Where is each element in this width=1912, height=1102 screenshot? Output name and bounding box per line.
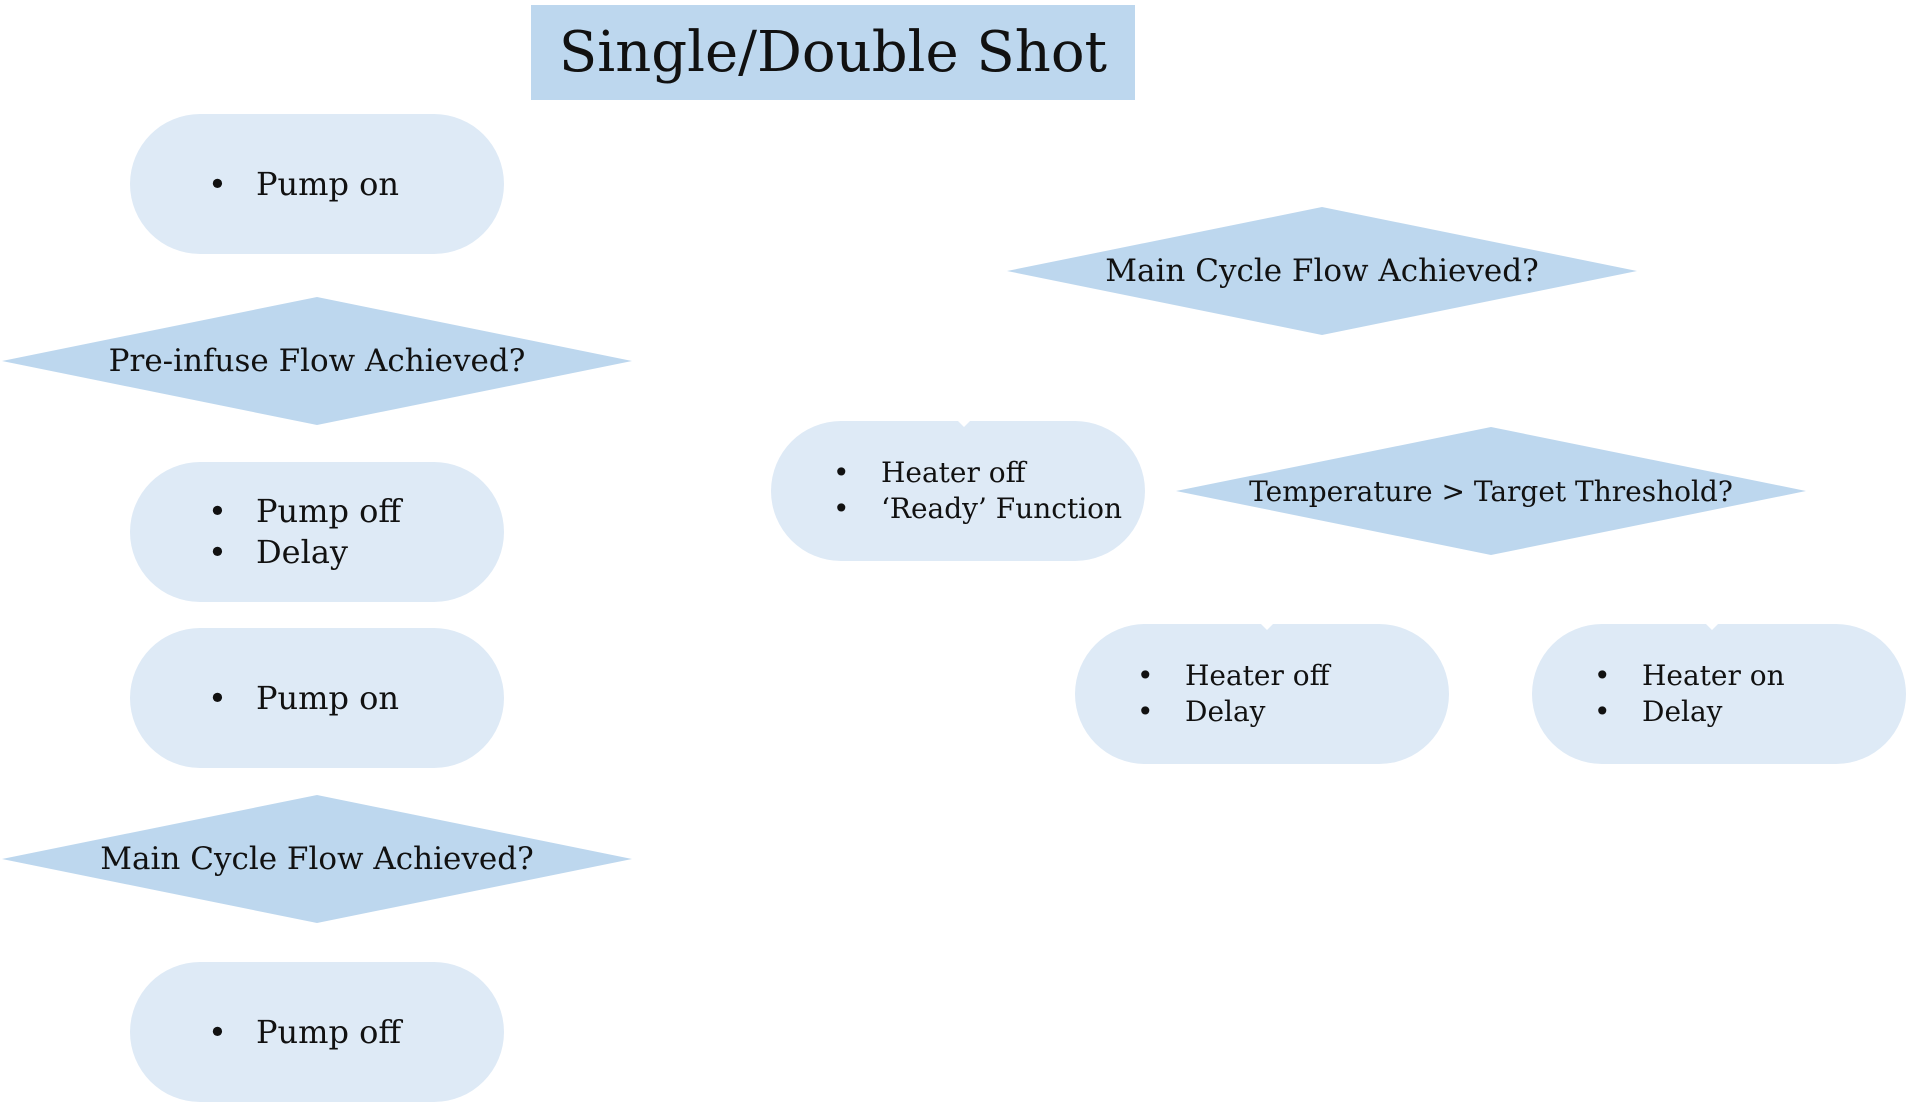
process-pump-off-delay: Pump off Delay — [130, 462, 504, 602]
process-item: Delay — [208, 532, 401, 573]
decision-label: Temperature > Target Threshold? — [1249, 474, 1733, 508]
diamond-shape — [1007, 207, 1637, 335]
process-list: Pump off — [208, 1012, 401, 1053]
connector-notch — [1706, 624, 1718, 630]
process-item: Heater off — [1137, 658, 1330, 694]
process-item: Delay — [1594, 694, 1785, 730]
process-item: Pump on — [208, 678, 399, 719]
decision-temperature-threshold: Temperature > Target Threshold? — [1176, 427, 1806, 555]
decision-label: Main Cycle Flow Achieved? — [1105, 253, 1539, 289]
process-list: Pump off Delay — [208, 491, 401, 573]
diagram-title: Single/Double Shot — [558, 19, 1108, 85]
diamond-shape — [1176, 427, 1806, 555]
process-pump-on-2: Pump on — [130, 628, 504, 768]
process-item: Pump on — [208, 164, 399, 205]
diamond-shape — [2, 297, 632, 425]
process-list: Pump on — [208, 678, 399, 719]
process-item: Heater off — [833, 455, 1122, 491]
process-item: Pump off — [208, 491, 401, 532]
process-list: Heater on Delay — [1594, 658, 1785, 730]
process-heater-on-delay: Heater on Delay — [1532, 624, 1906, 764]
decision-main-cycle-flow-right: Main Cycle Flow Achieved? — [1007, 207, 1637, 335]
decision-main-cycle-flow-left: Main Cycle Flow Achieved? — [2, 795, 632, 923]
process-item: Heater on — [1594, 658, 1785, 694]
diagram-title-box: Single/Double Shot — [531, 5, 1135, 100]
decision-label: Main Cycle Flow Achieved? — [100, 841, 534, 877]
diamond-shape — [2, 795, 632, 923]
process-pump-off: Pump off — [130, 962, 504, 1102]
process-list: Heater off ‘Ready’ Function — [833, 455, 1122, 527]
process-item: ‘Ready’ Function — [833, 491, 1122, 527]
decision-label: Pre-infuse Flow Achieved? — [108, 343, 526, 379]
connector-notch — [958, 421, 970, 427]
process-list: Pump on — [208, 164, 399, 205]
process-pump-on-1: Pump on — [130, 114, 504, 254]
process-item: Delay — [1137, 694, 1330, 730]
process-heater-off-delay: Heater off Delay — [1075, 624, 1449, 764]
decision-preinfuse-flow: Pre-infuse Flow Achieved? — [2, 297, 632, 425]
process-heater-off-ready: Heater off ‘Ready’ Function — [771, 421, 1145, 561]
connector-notch — [1261, 624, 1273, 630]
process-list: Heater off Delay — [1137, 658, 1330, 730]
process-item: Pump off — [208, 1012, 401, 1053]
